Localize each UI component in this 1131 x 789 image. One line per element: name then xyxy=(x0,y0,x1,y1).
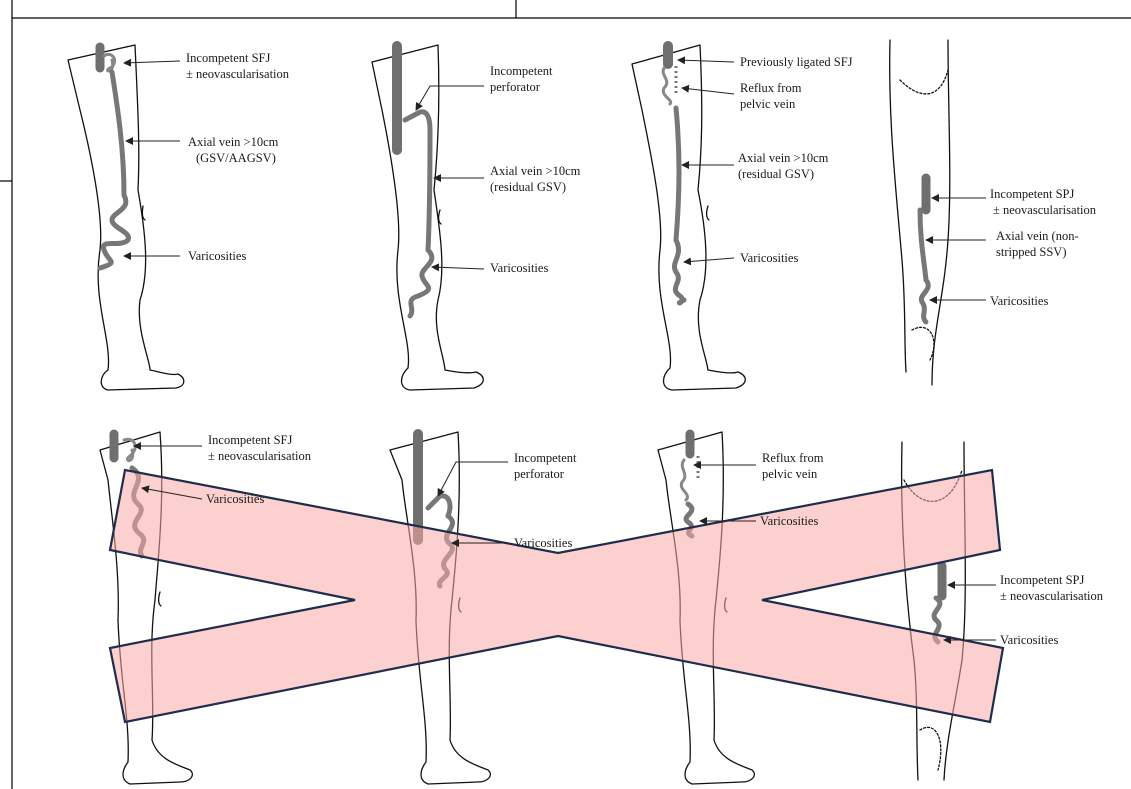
label-axial-vein-detail: stripped SSV) xyxy=(996,245,1067,259)
label-axial-vein-detail: (residual GSV) xyxy=(490,180,566,194)
label-pelvic-vein: pelvic vein xyxy=(762,467,818,481)
label-varicosities: Varicosities xyxy=(760,514,818,528)
label-axial-vein: Axial vein >10cm xyxy=(188,135,279,149)
label-perforator: perforator xyxy=(514,467,565,481)
label-varicosities: Varicosities xyxy=(188,249,246,263)
label-varicosities: Varicosities xyxy=(1000,633,1058,647)
leg-panel-top-1 xyxy=(68,45,184,390)
label-varicosities: Varicosities xyxy=(990,294,1048,308)
leg-panel-top-3 xyxy=(632,45,745,390)
label-neovascularisation: ± neovascularisation xyxy=(186,67,290,81)
label-incompetent-spj: Incompetent SPJ xyxy=(1000,573,1085,587)
label-neovascularisation: ± neovascularisation xyxy=(1000,589,1104,603)
cross-out-overlay xyxy=(110,470,1003,722)
label-axial-vein: Axial vein (non- xyxy=(996,229,1079,243)
label-neovascularisation: ± neovascularisation xyxy=(993,203,1097,217)
label-varicosities: Varicosities xyxy=(740,251,798,265)
leg-panel-top-2 xyxy=(372,45,483,390)
label-axial-vein-detail: (GSV/AAGSV) xyxy=(196,151,276,165)
label-perforator: perforator xyxy=(490,80,541,94)
label-incompetent: Incompetent xyxy=(514,451,577,465)
label-neovascularisation: ± neovascularisation xyxy=(208,449,312,463)
label-axial-vein: Axial vein >10cm xyxy=(490,164,581,178)
label-previously-ligated-sfj: Previously ligated SFJ xyxy=(740,55,853,69)
label-varicosities: Varicosities xyxy=(490,261,548,275)
label-axial-vein-detail: (residual GSV) xyxy=(738,167,814,181)
label-pelvic-vein: pelvic vein xyxy=(740,97,796,111)
label-incompetent-sfj: Incompetent SFJ xyxy=(208,433,293,447)
label-incompetent: Incompetent xyxy=(490,64,553,78)
label-incompetent-spj: Incompetent SPJ xyxy=(990,187,1075,201)
label-incompetent-sfj: Incompetent SFJ xyxy=(186,51,271,65)
label-reflux-from: Reflux from xyxy=(762,451,824,465)
cross-band-1 xyxy=(110,470,1003,722)
label-reflux-from: Reflux from xyxy=(740,81,802,95)
label-varicosities: Varicosities xyxy=(514,536,572,550)
leg-panel-top-4 xyxy=(890,40,950,385)
label-axial-vein: Axial vein >10cm xyxy=(738,151,829,165)
label-varicosities: Varicosities xyxy=(206,492,264,506)
